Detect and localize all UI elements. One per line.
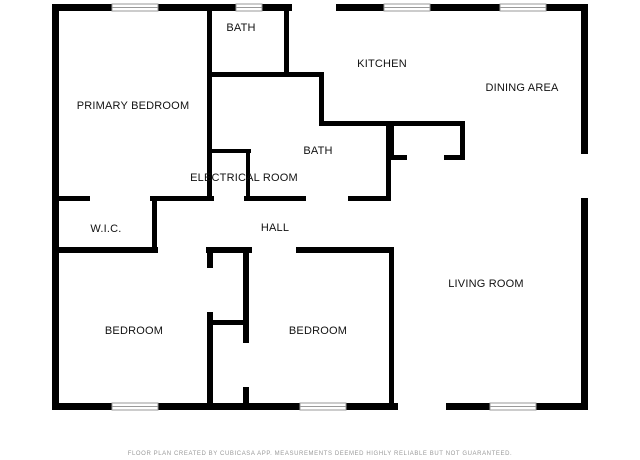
wall-bedroom-divider-right [243, 250, 249, 410]
wall-bath-top-east [284, 11, 289, 75]
wall-living-west [389, 247, 394, 410]
door-opening-bottom [398, 403, 446, 410]
label-bedroom-left: BEDROOM [105, 325, 163, 337]
door-wic [158, 247, 206, 253]
label-electrical-room: ELECTRICAL ROOM [190, 172, 298, 184]
door-electrical [214, 196, 244, 201]
footer-disclaimer: FLOOR PLAN CREATED BY CUBICASA APP. MEAS… [128, 451, 513, 457]
door-bedroom-right [252, 247, 296, 253]
door-opening-right [581, 154, 588, 198]
door-bath-center [306, 196, 348, 201]
wall-bath-center-east [386, 126, 391, 201]
wall-pantry-bottom-right [444, 155, 465, 160]
wall-kitchen-step [319, 72, 324, 126]
wall-bedroom-divider-left [207, 250, 213, 410]
label-wic: W.I.C. [90, 223, 121, 235]
label-primary-bedroom: PRIMARY BEDROOM [77, 100, 190, 112]
window-top-primary [111, 3, 159, 12]
label-living-room: LIVING ROOM [448, 278, 524, 290]
label-bath-center: BATH [303, 145, 332, 157]
door-primary-closet [90, 196, 150, 201]
label-bedroom-right: BEDROOM [289, 325, 347, 337]
exterior-wall-left [52, 4, 59, 410]
wall-pantry-bottom-left [389, 155, 407, 160]
label-dining-area: DINING AREA [485, 82, 559, 94]
wall-hall-south [52, 247, 391, 253]
wall-closet-divider [210, 320, 246, 325]
label-kitchen: KITCHEN [357, 58, 407, 70]
wall-electrical-top [207, 149, 251, 153]
window-bottom-living [489, 402, 537, 411]
wall-electrical-east [246, 149, 250, 201]
window-top-dining [499, 3, 547, 12]
door-closet-left [207, 268, 213, 312]
label-hall: HALL [261, 222, 289, 234]
window-top-bath [235, 3, 263, 12]
wall-pantry-right [460, 121, 465, 160]
window-bottom-bedroom-left [111, 402, 159, 411]
label-bath-top: BATH [226, 22, 255, 34]
wall-pantry-left [389, 121, 394, 160]
window-bottom-bedroom-right [299, 402, 347, 411]
door-opening-top [292, 4, 336, 11]
exterior-wall-right [581, 4, 588, 410]
wall-wic-east [152, 199, 157, 251]
wall-primary-east [207, 11, 212, 201]
wall-bath-top-south [207, 72, 324, 77]
door-closet-right [243, 343, 249, 387]
window-top-kitchen [383, 3, 431, 12]
